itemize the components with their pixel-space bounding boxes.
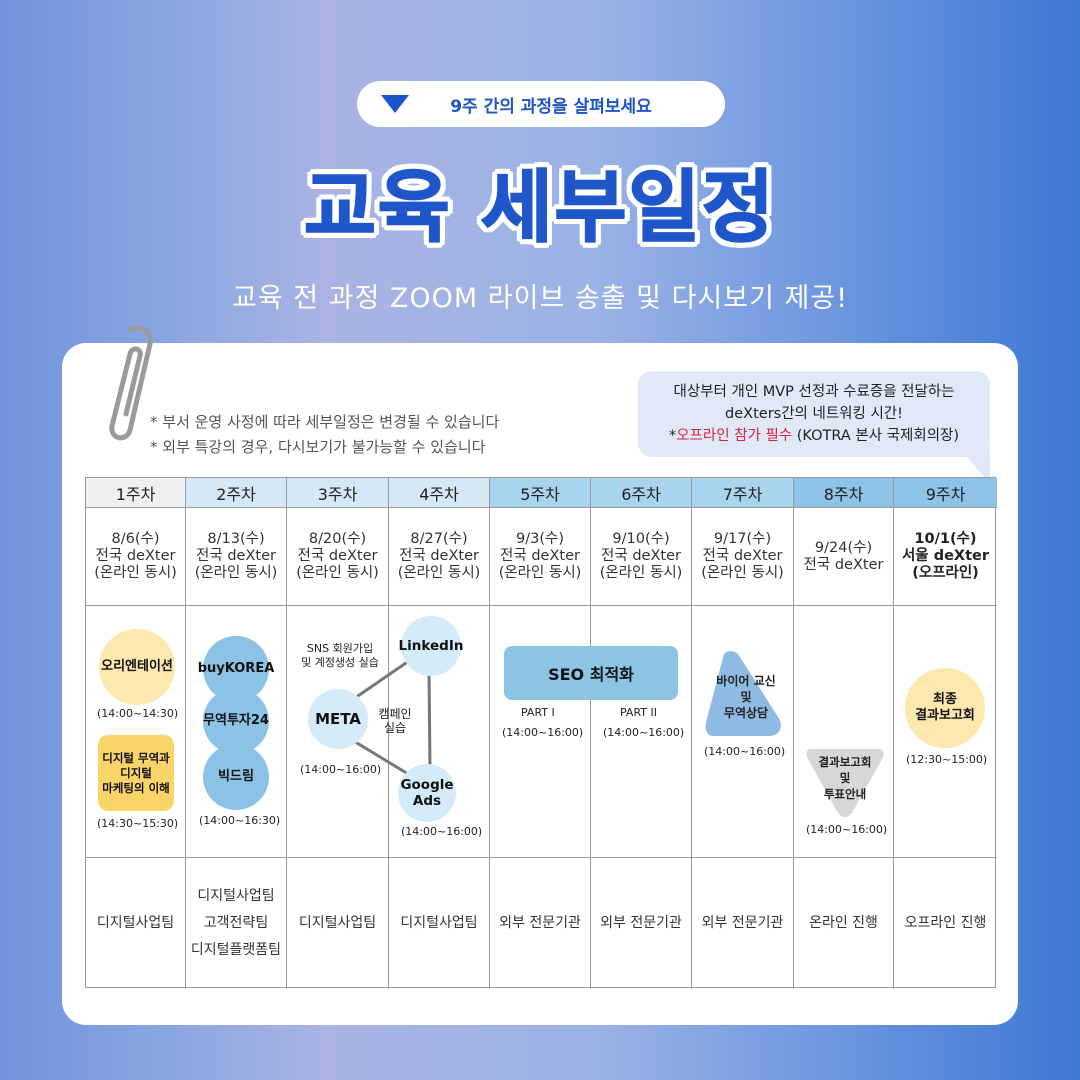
bubble-asterisk: * — [668, 428, 677, 444]
team-cell: 오프라인 진행 — [904, 915, 987, 931]
sns-note: SNS 회원가입 및 계정생성 실습 — [301, 642, 379, 669]
session-time: (14:30~15:30) — [97, 817, 179, 830]
session-cell — [186, 606, 287, 858]
week-header: 8주차 — [794, 478, 894, 508]
session-time: (14:00~16:00) — [401, 825, 483, 838]
buyer-triangle — [705, 651, 781, 736]
page-subtitle: 교육 전 과정 ZOOM 라이브 송출 및 다시보기 제공! — [231, 283, 849, 314]
digital-trade-box: 디지털 무역과 디지털 마케팅의 이해 — [98, 735, 174, 811]
week-header: 1주차 — [86, 478, 186, 508]
session-cell — [389, 606, 490, 858]
bubble-highlight: 오프라인 참가 필수 — [676, 428, 793, 444]
bigdream-circle: 빅드림 — [203, 744, 269, 810]
team-cell: 디지털사업팀 — [287, 858, 389, 989]
session-cell — [490, 606, 591, 858]
bubble-line: deXters간의 네트워킹 시간! — [725, 406, 903, 422]
notes: * 부서 운영 사정에 따라 세부일정은 변경될 수 있습니다 * 외부 특강의… — [150, 410, 499, 460]
session-time: (14:00~16:00) — [603, 726, 685, 739]
week-header: 9주차 — [894, 478, 997, 508]
session-cell — [287, 606, 389, 858]
final-report-circle: 최종 결과보고회 — [905, 668, 985, 748]
team-cell: 외부 전문기관 — [591, 858, 692, 989]
session-time: (14:00~16:00) — [806, 823, 888, 836]
meta-circle: META — [308, 689, 368, 749]
team-cell: 디지털사업팀 — [389, 858, 490, 989]
buyer-label: 바이어 교신 및 무역상담 — [716, 674, 776, 720]
week-header: 3주차 — [287, 478, 389, 508]
pill-text: 9주 간의 과정을 살펴보세요 — [450, 96, 652, 117]
bubble-line: 대상부터 개인 MVP 선정과 수료증을 전달하는 — [673, 384, 955, 400]
date-cell: 10/1(수)서울 deXter(오프라인) — [894, 508, 997, 606]
orientation-circle: 오리엔테이션 — [99, 629, 175, 705]
linkedin-circle: LinkedIn — [399, 616, 463, 676]
schedule-table: 1주차 2주차 3주차 4주차 5주차 6주차 7주차 8주차 9주차 8/6(… — [85, 477, 997, 989]
session-time: (14:00~16:00) — [300, 763, 382, 776]
session-cell — [591, 606, 692, 858]
seo-box: SEO 최적화 — [504, 646, 678, 700]
triangle-down-icon — [381, 95, 409, 113]
trade-invest-circle: 무역투자24 — [203, 688, 269, 754]
date-cell: 8/13(수)전국 deXter(온라인 동시) — [186, 508, 287, 606]
speech-bubble: 대상부터 개인 MVP 선정과 수료증을 전달하는 deXters간의 네트워킹… — [638, 371, 990, 457]
team-cell: 온라인 진행 — [794, 858, 894, 989]
week-header: 7주차 — [692, 478, 794, 508]
note-item: * 외부 특강의 경우, 다시보기가 불가능할 수 있습니다 — [150, 438, 486, 456]
date-cell: 9/10(수)전국 deXter(온라인 동시) — [591, 508, 692, 606]
paperclip-icon — [109, 325, 153, 441]
date-cell: 9/3(수)전국 deXter(온라인 동시) — [490, 508, 591, 606]
date-cell: 9/24(수)전국 deXter — [794, 508, 894, 606]
session-cell — [692, 606, 794, 858]
result-label: 결과보고회 및 투표안내 — [818, 755, 872, 801]
bubble-suffix: (KOTRA 본사 국제회의장) — [792, 428, 960, 444]
session-time: (12:30~15:00) — [906, 753, 988, 766]
session-cell — [794, 606, 894, 858]
campaign-label: 캠페인 실습 — [378, 707, 412, 735]
session-time: (14:00~16:30) — [199, 814, 281, 827]
date-cell: 8/27(수)전국 deXter(온라인 동시) — [389, 508, 490, 606]
intro-pill: 9주 간의 과정을 살펴보세요 — [357, 81, 725, 127]
session-cell — [86, 606, 186, 858]
week-header: 6주차 — [591, 478, 692, 508]
result-triangle — [806, 749, 884, 817]
session-time: (14:00~14:30) — [97, 707, 179, 720]
session-cell — [894, 606, 997, 858]
session-time: (14:00~16:00) — [502, 726, 584, 739]
part-label: PART II — [620, 706, 658, 719]
note-item: * 부서 운영 사정에 따라 세부일정은 변경될 수 있습니다 — [150, 413, 500, 431]
team-cell: 외부 전문기관 — [692, 858, 794, 989]
week-header: 4주차 — [389, 478, 490, 508]
team-cell: 디지털사업팀 — [86, 858, 186, 989]
session-time: (14:00~16:00) — [704, 745, 786, 758]
team-cell: 외부 전문기관 — [490, 858, 591, 989]
week-header: 2주차 — [186, 478, 287, 508]
date-cell: 8/6(수)전국 deXter(온라인 동시) — [86, 508, 186, 606]
page-title: 교육 세부일정 — [303, 162, 776, 254]
date-cell: 8/20(수)전국 deXter(온라인 동시) — [287, 508, 389, 606]
week-header: 5주차 — [490, 478, 591, 508]
date-cell: 9/17(수)전국 deXter(온라인 동시) — [692, 508, 794, 606]
part-label: PART I — [521, 706, 555, 719]
bubble-line: *오프라인 참가 필수 (KOTRA 본사 국제회의장) — [638, 425, 990, 447]
google-ads-circle: Google Ads — [398, 764, 456, 822]
